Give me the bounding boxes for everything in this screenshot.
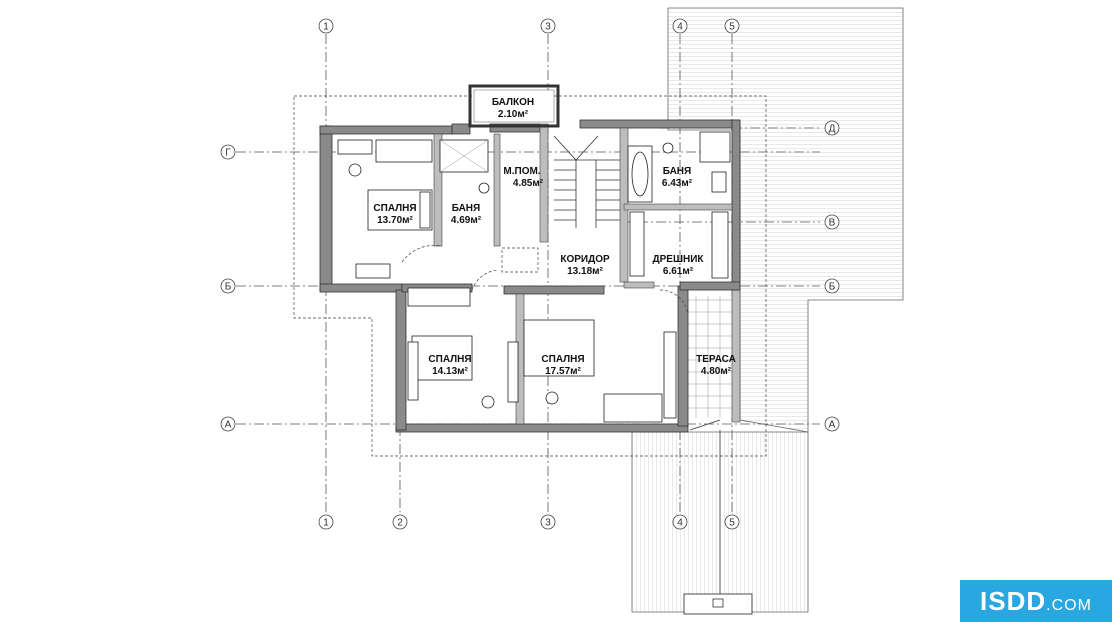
room-bathroom-2: БАНЯ 6.43м²	[662, 166, 693, 189]
bathroom-fixtures	[439, 131, 731, 203]
room-area: 6.43м²	[662, 178, 693, 189]
axis-bubble-5-bottom: 5	[724, 514, 740, 530]
axis-label: 4	[677, 22, 683, 33]
room-name: ДРЕШНИК	[652, 254, 704, 265]
room-bedroom-3: СПАЛНЯ 17.57м²	[541, 354, 584, 377]
room-area: 13.18м²	[567, 266, 603, 277]
axis-label: 3	[545, 518, 551, 529]
room-terrace: ТЕРАСА 4.80м²	[696, 354, 736, 377]
room-bathroom-1: БАНЯ 4.69м²	[451, 203, 482, 226]
room-corridor: КОРИДОР 13.18м²	[560, 254, 610, 277]
axis-bubble-3-top: 3	[540, 18, 556, 34]
axis-label: А	[829, 420, 836, 431]
axis-bubble-1-top: 1	[318, 18, 334, 34]
roof-bottom	[631, 419, 809, 615]
room-name: КОРИДОР	[560, 254, 610, 265]
axis-bubble-v-right: В	[824, 214, 840, 230]
room-name: БАНЯ	[663, 166, 691, 177]
axis-bubble-d-right: Д	[824, 120, 840, 136]
room-area: 6.61м²	[663, 266, 694, 277]
axis-bubble-1-bottom: 1	[318, 514, 334, 530]
room-area: 4.85м²	[513, 178, 544, 189]
room-area: 17.57м²	[545, 366, 581, 377]
room-area: 13.70м²	[377, 215, 413, 226]
room-name: БАНЯ	[452, 203, 480, 214]
desks	[337, 139, 677, 419]
room-name: ТЕРАСА	[696, 354, 736, 365]
axis-label: Б	[225, 282, 232, 293]
room-name: СПАЛНЯ	[541, 354, 584, 365]
wardrobes	[375, 139, 729, 307]
room-utility: М.ПОМ. 4.85м²	[503, 166, 543, 189]
axis-label: 1	[323, 518, 329, 529]
axis-label: В	[829, 218, 836, 229]
axis-bubble-3-bottom: 3	[540, 514, 556, 530]
axis-label: 5	[729, 22, 735, 33]
room-area: 14.13м²	[432, 366, 468, 377]
axis-label: Б	[829, 282, 836, 293]
axis-label: 5	[729, 518, 735, 529]
axis-bubble-a-left: А	[220, 416, 236, 432]
room-name: СПАЛНЯ	[373, 203, 416, 214]
room-area: 2.10м²	[498, 109, 529, 120]
axis-bubble-a-right: А	[824, 416, 840, 432]
exterior-walls	[319, 119, 741, 433]
axis-bubble-4-top: 4	[672, 18, 688, 34]
staircase	[553, 135, 620, 228]
balcony	[468, 84, 560, 128]
beds	[367, 189, 663, 423]
room-bedroom-2: СПАЛНЯ 14.13м²	[428, 354, 471, 377]
room-area: 4.80м²	[701, 366, 732, 377]
room-name: СПАЛНЯ	[428, 354, 471, 365]
roof-outline	[293, 95, 767, 457]
door-swings	[401, 245, 689, 317]
axis-bubble-g-left: Г	[220, 144, 236, 160]
room-name: М.ПОМ.	[503, 166, 540, 177]
axis-bubble-b-right: Б	[824, 278, 840, 294]
axis-label: Д	[829, 124, 836, 135]
axis-label: 1	[323, 22, 329, 33]
room-bedroom-1: СПАЛНЯ 13.70м²	[373, 203, 416, 226]
site-logo: ISDD.COM	[960, 580, 1112, 622]
logo-text: ISDD.COM	[980, 585, 1092, 616]
axis-label: Г	[225, 148, 231, 159]
room-closet: ДРЕШНИК 6.61м²	[652, 254, 704, 277]
axis-label: 4	[677, 518, 683, 529]
terrace-tiles	[688, 296, 734, 418]
axis-label: 3	[545, 22, 551, 33]
axis-bubble-b-left: Б	[220, 278, 236, 294]
axis-bubble-2-bottom: 2	[392, 514, 408, 530]
room-name: БАЛКОН	[492, 97, 534, 108]
axis-bubble-5-top: 5	[724, 18, 740, 34]
axis-bubble-4-bottom: 4	[672, 514, 688, 530]
room-area: 4.69м²	[451, 215, 482, 226]
axis-label: 2	[397, 518, 403, 529]
axis-label: А	[225, 420, 232, 431]
room-balcony: БАЛКОН 2.10м²	[492, 97, 534, 120]
